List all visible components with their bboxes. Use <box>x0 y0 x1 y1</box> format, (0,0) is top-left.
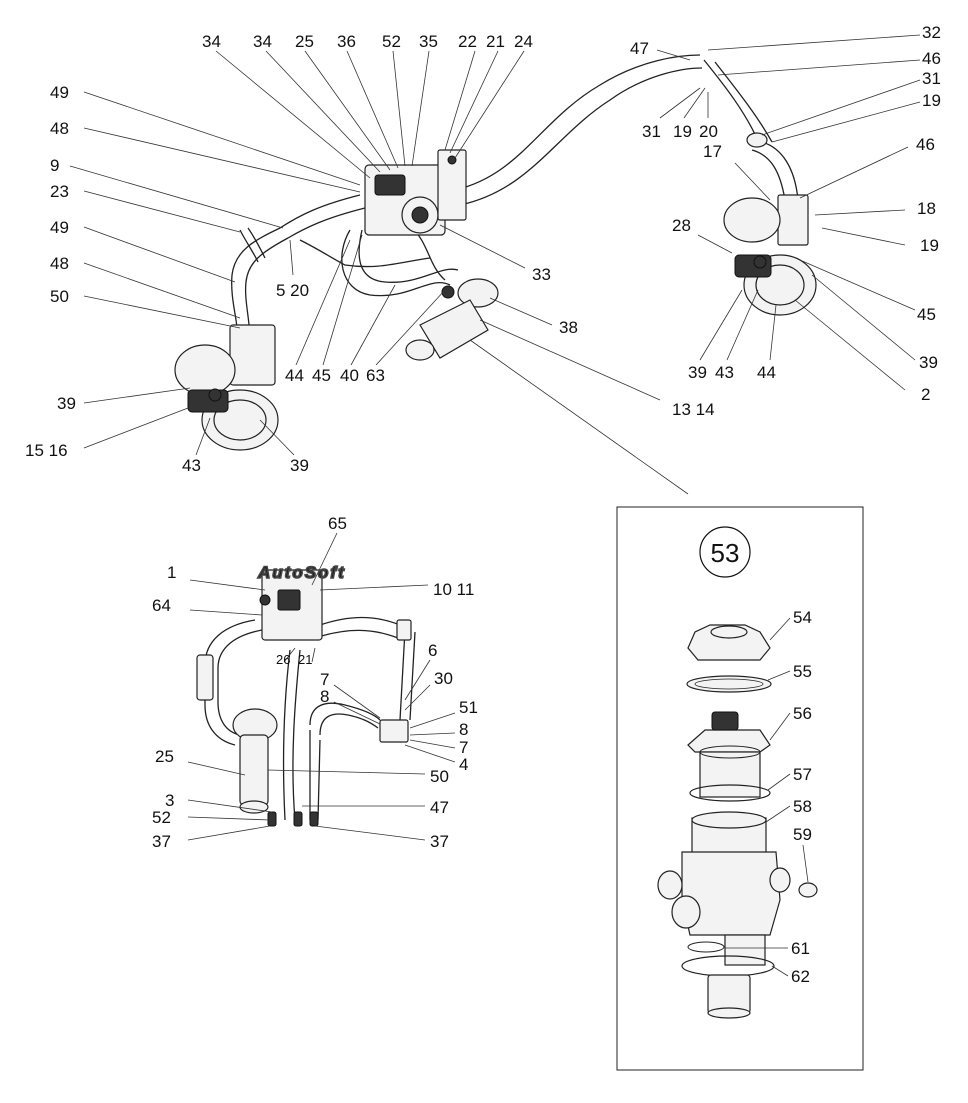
detail-label-circle <box>699 526 751 578</box>
callout: 8 <box>459 720 468 739</box>
callout: 31 <box>642 122 661 141</box>
callout: 39 <box>290 456 309 475</box>
callout: 30 <box>434 669 453 688</box>
filter-plug <box>798 882 818 898</box>
watermark: AutoSoft <box>257 563 346 582</box>
callout: 20 <box>699 122 718 141</box>
hose-lines <box>204 54 799 821</box>
callout: 26 <box>276 652 290 667</box>
callout: 48 <box>50 119 69 138</box>
callout: 46 <box>916 135 935 154</box>
callout: 61 <box>791 939 810 958</box>
callout: 6 <box>428 641 437 660</box>
callout-labels: 34 34 25 36 52 35 22 21 24 49 48 9 23 49… <box>25 23 941 986</box>
callout: 43 <box>715 363 734 382</box>
callout: 40 <box>340 366 359 385</box>
callout: 25 <box>295 32 314 51</box>
callout: 45 <box>312 366 331 385</box>
callout: 55 <box>793 662 812 681</box>
callout: 37 <box>152 832 171 851</box>
callout: 50 <box>430 767 449 786</box>
callout: 52 <box>382 32 401 51</box>
callout: 15 16 <box>25 441 68 460</box>
callout: 36 <box>337 32 356 51</box>
callout: 52 <box>152 808 171 827</box>
callout: 2 <box>921 385 930 404</box>
callout: 37 <box>430 832 449 851</box>
detail-box: 53 <box>616 506 864 1071</box>
lower-hydraulic-system <box>196 569 412 827</box>
callout: 3 <box>165 791 174 810</box>
callout: 46 <box>922 49 941 68</box>
oil-filter-assembly <box>405 278 499 361</box>
callout: 19 <box>920 236 939 255</box>
callout: 4 <box>459 755 468 774</box>
callout: 65 <box>328 514 347 533</box>
callout: 19 <box>673 122 692 141</box>
callout: 39 <box>688 363 707 382</box>
callout: 58 <box>793 797 812 816</box>
callout: 8 <box>320 687 329 706</box>
callout: 44 <box>757 363 776 382</box>
filter-cap <box>687 624 771 661</box>
callout: 32 <box>922 23 941 42</box>
callout: 56 <box>793 704 812 723</box>
callout: 17 <box>703 142 722 161</box>
callout: 38 <box>559 318 578 337</box>
callout: 31 <box>922 69 941 88</box>
callout: 63 <box>366 366 385 385</box>
callout: 47 <box>630 39 649 58</box>
callout: 13 14 <box>672 400 715 419</box>
callout: 39 <box>57 394 76 413</box>
callout: 49 <box>50 83 69 102</box>
callout: 21 <box>486 32 505 51</box>
callout: 44 <box>285 366 304 385</box>
left-compressor-assembly <box>174 324 279 451</box>
callout: 51 <box>459 698 478 717</box>
callout: 39 <box>919 353 938 372</box>
callout: 47 <box>430 798 449 817</box>
callout: 48 <box>50 254 69 273</box>
callout: 9 <box>50 156 59 175</box>
callout: 57 <box>793 765 812 784</box>
callout: 25 <box>155 747 174 766</box>
callout: 7 <box>459 738 468 757</box>
callout: 19 <box>922 91 941 110</box>
callout: 18 <box>917 199 936 218</box>
filter-element <box>699 751 761 798</box>
center-valve-assembly <box>364 149 467 236</box>
filter-cap-seal <box>686 675 772 693</box>
filter-lower-seal <box>687 941 725 953</box>
detail-label: 53 <box>711 538 740 568</box>
callout: 1 <box>167 563 176 582</box>
leader-lines <box>69 34 921 977</box>
callout: 50 <box>50 287 69 306</box>
callout: 59 <box>793 825 812 844</box>
filter-drain <box>707 974 751 1014</box>
callout: 34 <box>202 32 221 51</box>
callout: 24 <box>514 32 533 51</box>
callout: 54 <box>793 608 812 627</box>
callout: 10 11 <box>433 580 474 599</box>
filter-element-top <box>687 729 771 753</box>
callout: 5 20 <box>276 281 309 300</box>
callout: 34 <box>253 32 272 51</box>
callout: 22 <box>458 32 477 51</box>
callout: 49 <box>50 218 69 237</box>
callout: 62 <box>791 967 810 986</box>
callout: 7 <box>320 670 329 689</box>
callout: 33 <box>532 265 551 284</box>
callout: 35 <box>419 32 438 51</box>
callout: 45 <box>917 305 936 324</box>
right-compressor-assembly <box>723 132 817 316</box>
callout: 43 <box>182 456 201 475</box>
callout: 28 <box>672 216 691 235</box>
callout: 64 <box>152 596 171 615</box>
filter-o-ring <box>689 784 771 802</box>
callout: 23 <box>50 182 69 201</box>
callout: 21 <box>298 652 312 667</box>
